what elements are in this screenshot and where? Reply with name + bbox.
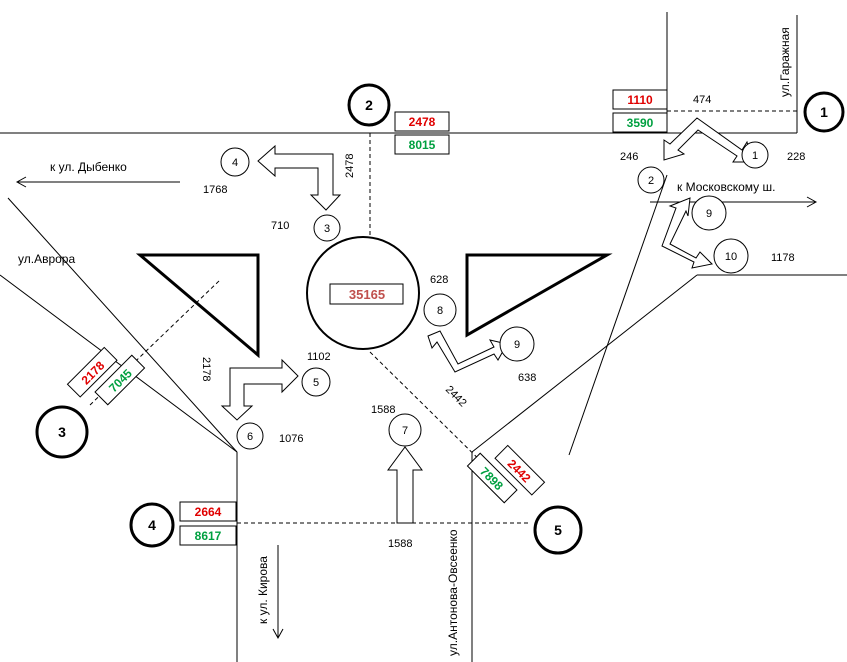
section-1-label: 1 <box>820 104 828 120</box>
movement-marker-4 <box>220 147 250 177</box>
value-638: 638 <box>518 372 536 384</box>
value-228: 228 <box>787 151 805 163</box>
movement-4-label: 4 <box>232 157 238 169</box>
street-lines <box>0 12 847 662</box>
s2-red-value: 2478 <box>409 115 436 129</box>
street-kirova: к ул. Кирова <box>256 556 270 624</box>
s1-green-value: 3590 <box>627 116 654 130</box>
street-names: ул.Гаражная к ул. Дыбенко ул.Аврора к Мо… <box>18 27 792 656</box>
s4-red-box <box>179 501 237 522</box>
movement-marker-3 <box>313 214 341 242</box>
center-total: 35165 <box>349 287 385 302</box>
street-garazhnaya: ул.Гаражная <box>778 27 792 97</box>
value-1076: 1076 <box>279 433 303 445</box>
arrow-9-10 <box>661 197 714 269</box>
s2-green-value: 8015 <box>409 138 436 152</box>
value-628: 628 <box>430 274 448 286</box>
arrow-7-up <box>387 446 423 524</box>
s2-red-box <box>394 111 450 132</box>
right-island-triangle <box>465 253 613 338</box>
section-marker-4 <box>129 502 175 548</box>
movement-arrows <box>220 117 753 524</box>
value-474: 474 <box>693 94 711 106</box>
movement-marker-2 <box>637 166 665 194</box>
movement-6-label: 6 <box>247 431 253 443</box>
s3-boxes: 2178 7045 <box>66 346 146 406</box>
s1-red-value: 1110 <box>627 93 653 107</box>
section-3-label: 3 <box>58 424 66 440</box>
movement-labels: 1 2 3 4 5 6 7 8 9 9 10 <box>232 150 758 443</box>
arrow-8-9 <box>427 330 508 373</box>
movement-marker-6 <box>236 422 264 450</box>
movement-marker-9 <box>499 326 535 362</box>
value-1178: 1178 <box>771 252 795 264</box>
section-marker-5 <box>533 505 583 555</box>
arrow-6-5 <box>220 358 299 421</box>
value-1588-top: 1588 <box>371 404 395 416</box>
section-5-label: 5 <box>554 522 562 538</box>
section-marker-3 <box>35 405 89 459</box>
movement-marker-1 <box>741 141 769 169</box>
s3-red-box <box>66 346 118 398</box>
movement-2-label: 2 <box>648 175 654 187</box>
movement-marker-7 <box>388 413 422 447</box>
movement-marker-5 <box>301 367 331 397</box>
movement-8-label: 8 <box>437 305 443 317</box>
value-1588-bottom: 1588 <box>388 538 412 550</box>
section-markers: 1 2 3 4 5 <box>35 83 845 555</box>
left-island-triangle <box>135 253 260 359</box>
dybenko-arrowhead <box>15 176 27 188</box>
value-246: 246 <box>620 151 638 163</box>
avrora-lower-diagonal <box>0 274 238 453</box>
street-dybenko: к ул. Дыбенко <box>50 160 127 174</box>
value-710: 710 <box>271 220 289 232</box>
moskovsky-arrowhead <box>806 196 818 208</box>
movement-9-label: 9 <box>514 339 520 351</box>
antonova-diagonal <box>471 274 698 453</box>
s4-green-box <box>179 525 237 546</box>
s4-green-value: 8617 <box>195 529 222 543</box>
avrora-diagonal <box>7 197 238 453</box>
s1-green-box <box>612 112 668 133</box>
road-right-edge <box>568 174 668 456</box>
s5-boxes: 2442 7898 <box>466 444 546 504</box>
street-avrora: ул.Аврора <box>18 252 75 266</box>
s3-green-box <box>94 354 146 406</box>
arrow-4-3 <box>257 144 342 211</box>
street-moskovsky: к Московскому ш. <box>677 180 775 194</box>
street-antonova: ул.Антонова-Овсеенко <box>446 529 460 656</box>
movement-marker-8 <box>423 293 457 327</box>
value-2178: 2178 <box>200 357 212 381</box>
section-2-label: 2 <box>365 97 373 113</box>
movement-1-label: 1 <box>752 150 758 162</box>
movement-5-label: 5 <box>313 377 319 389</box>
movement-3-label: 3 <box>324 223 330 235</box>
movement-markers <box>220 141 769 450</box>
s5-green-box <box>466 452 518 504</box>
s4-red-value: 2664 <box>195 505 222 519</box>
value-2442: 2442 <box>443 384 469 410</box>
s5-red-box <box>494 444 546 496</box>
movement-marker-9b <box>691 195 727 231</box>
movement-10-label: 10 <box>725 251 737 263</box>
movement-9b-label: 9 <box>706 208 712 220</box>
s2-green-box <box>394 134 450 155</box>
movement-marker-10 <box>713 238 749 274</box>
center-total-box <box>329 283 404 305</box>
value-1768: 1768 <box>203 184 227 196</box>
s1-red-box <box>612 89 668 110</box>
kirova-arrowhead <box>272 628 284 640</box>
section-4-label: 4 <box>148 517 156 533</box>
direction-arrows <box>15 176 818 640</box>
movement-7-label: 7 <box>402 425 408 437</box>
section-marker-1 <box>803 91 845 133</box>
value-1102: 1102 <box>307 351 331 363</box>
section-marker-2 <box>347 83 391 127</box>
value-2478: 2478 <box>344 154 356 178</box>
arrow-1-2 <box>663 117 753 163</box>
